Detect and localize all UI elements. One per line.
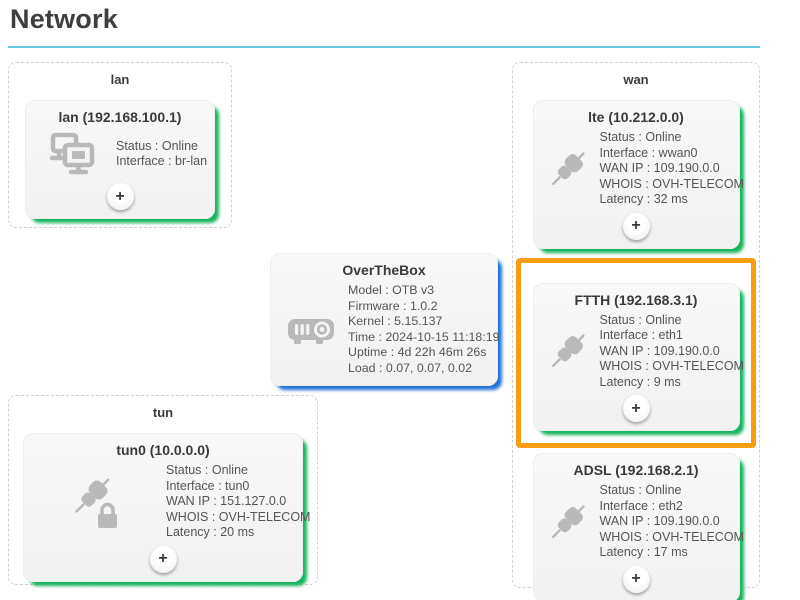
card-details: Status : Online Interface : br-lan bbox=[116, 139, 207, 170]
card-title: FTTH (192.168.3.1) bbox=[574, 291, 698, 308]
interface-group-wan: wan lte (10.212.0.0) Status : Online bbox=[512, 62, 760, 600]
detail-line: Latency : 20 ms bbox=[166, 525, 255, 539]
card-title: ADSL (192.168.2.1) bbox=[573, 462, 699, 478]
plug-icon bbox=[542, 328, 594, 374]
add-interface-button[interactable]: + bbox=[622, 395, 650, 422]
plug-icon bbox=[542, 499, 594, 545]
detail-line: WHOIS : OVH-TELECOM bbox=[599, 529, 744, 544]
card-details: Status : Online Interface : eth1 WAN IP … bbox=[600, 313, 744, 391]
detail-line: WAN IP : 109.190.0.0 bbox=[599, 514, 720, 528]
interface-card-lan[interactable]: lan (192.168.100.1) bbox=[25, 100, 215, 219]
detail-line: Firmware : 1.0.2 bbox=[348, 298, 438, 313]
interface-card-tun0[interactable]: tun0 (10.0.0.0) Status bbox=[23, 433, 310, 582]
interface-card-lte[interactable]: lte (10.212.0.0) Status : Online Inter bbox=[532, 100, 744, 249]
page-title: Network bbox=[10, 4, 118, 34]
interface-card-ftth[interactable]: FTTH (192.168.3.1) Sta bbox=[532, 282, 744, 431]
detail-line: Status : Online bbox=[599, 312, 682, 327]
detail-line: Status : Online bbox=[116, 138, 198, 153]
detail-line: WHOIS : OVH-TELECOM bbox=[599, 359, 744, 373]
detail-line: WAN IP : 151.127.0.0 bbox=[166, 494, 287, 508]
group-label-lan: lan bbox=[110, 72, 130, 87]
card-title: tun0 (10.0.0.0) bbox=[116, 442, 210, 458]
add-interface-button[interactable]: + bbox=[622, 212, 650, 240]
detail-line: Interface : tun0 bbox=[166, 478, 250, 493]
card-details: Status : Online Interface : wwan0 WAN IP… bbox=[600, 130, 744, 208]
card-details: Status : Online Interface : tun0 WAN IP … bbox=[166, 463, 310, 541]
detail-line: WAN IP : 109.190.0.0 bbox=[599, 161, 720, 175]
detail-line: Model : OTB v3 bbox=[348, 283, 435, 297]
add-interface-button[interactable]: + bbox=[106, 183, 134, 210]
detail-line: Kernel : 5.15.137 bbox=[348, 314, 443, 328]
detail-line: Time : 2024-10-15 11:18:19 bbox=[348, 329, 500, 344]
group-label-wan: wan bbox=[623, 72, 649, 87]
detail-line: Uptime : 4d 22h 46m 26s bbox=[348, 345, 487, 359]
projector-icon bbox=[281, 306, 341, 354]
detail-line: Latency : 32 ms bbox=[599, 192, 688, 206]
detail-line: Load : 0.07, 0.07, 0.02 bbox=[348, 360, 473, 375]
plug-icon bbox=[542, 146, 594, 192]
interface-group-lan: lan lan (192.168.100.1) bbox=[8, 62, 232, 228]
detail-line: Status : Online bbox=[599, 483, 682, 497]
detail-line: Latency : 17 ms bbox=[599, 545, 688, 559]
card-title: lte (10.212.0.0) bbox=[588, 109, 684, 125]
title-divider bbox=[8, 46, 760, 48]
plug-lock-icon bbox=[32, 474, 160, 530]
detail-line: Status : Online bbox=[166, 463, 248, 477]
detail-line: Interface : wwan0 bbox=[599, 145, 698, 160]
selected-interface-highlight: FTTH (192.168.3.1) Sta bbox=[516, 257, 756, 448]
device-details: Model : OTB v3 Firmware : 1.0.2 Kernel :… bbox=[348, 283, 500, 376]
interface-card-adsl[interactable]: ADSL (192.168.2.1) Status : Online Int bbox=[532, 453, 744, 600]
detail-line: Interface : eth1 bbox=[599, 328, 683, 342]
card-title: lan (192.168.100.1) bbox=[58, 109, 182, 125]
device-card-overthebox[interactable]: OverTheBox bbox=[270, 253, 500, 386]
detail-line: Interface : br-lan bbox=[116, 154, 208, 168]
detail-line: WHOIS : OVH-TELECOM bbox=[166, 509, 311, 524]
group-label-tun: tun bbox=[152, 405, 174, 420]
interface-group-tun: tun tun0 (10.0.0.0) bbox=[8, 395, 318, 585]
detail-line: Status : Online bbox=[599, 130, 682, 144]
lan-network-icon bbox=[34, 130, 110, 178]
card-title: OverTheBox bbox=[342, 262, 426, 278]
detail-line: Latency : 9 ms bbox=[599, 374, 681, 389]
add-interface-button[interactable]: + bbox=[149, 545, 177, 573]
detail-line: Interface : eth2 bbox=[599, 498, 683, 513]
detail-line: WHOIS : OVH-TELECOM bbox=[599, 176, 744, 191]
card-details: Status : Online Interface : eth2 WAN IP … bbox=[600, 483, 744, 561]
detail-line: WAN IP : 109.190.0.0 bbox=[599, 343, 720, 358]
add-interface-button[interactable]: + bbox=[622, 565, 650, 593]
